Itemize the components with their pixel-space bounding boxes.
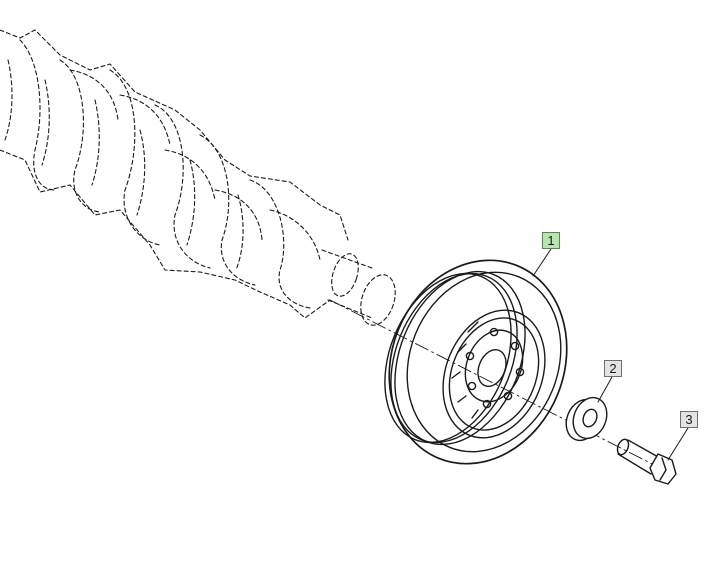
crankshaft-icon	[0, 29, 396, 326]
callout-3[interactable]: 3	[680, 411, 698, 428]
callout-1[interactable]: 1	[542, 232, 560, 249]
washer-icon	[565, 396, 608, 442]
crankshaft-pulley-damper-icon	[384, 259, 568, 465]
callout-2[interactable]: 2	[604, 360, 622, 377]
leader-line-3	[667, 427, 689, 461]
bolt-icon	[616, 438, 677, 485]
leader-line-1	[532, 248, 552, 277]
axis-centerline	[329, 299, 661, 469]
leader-line-2	[597, 376, 613, 403]
